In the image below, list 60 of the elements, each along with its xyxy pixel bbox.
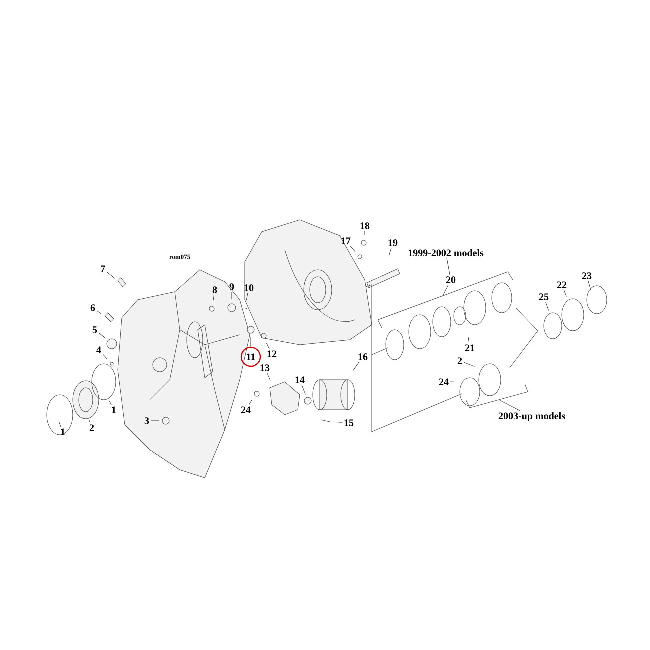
leader-line (98, 333, 106, 338)
callout-number: 3 (144, 418, 150, 424)
callout-number: 22 (557, 282, 567, 288)
callout-number: 9 (230, 284, 234, 290)
callout-number: 21 (465, 344, 474, 352)
leader-line (388, 248, 392, 257)
callout-number: 23 (582, 272, 592, 280)
leader-line (266, 342, 270, 350)
leader-line (248, 400, 252, 406)
leader-line (88, 419, 91, 424)
bracket (466, 384, 528, 408)
callout-number: 5 (92, 326, 98, 334)
callout-number: 24 (439, 378, 449, 386)
callout-number: 14 (296, 376, 305, 384)
leader-line (588, 280, 592, 291)
callout-number: 12 (268, 350, 277, 358)
leader-line (106, 272, 116, 280)
callout-number: 4 (96, 346, 102, 354)
leader-line (302, 384, 306, 395)
leader-line (446, 258, 450, 276)
callout-number: 2 (458, 358, 462, 364)
leader-line (336, 422, 343, 423)
circled-callout-number: 11 (240, 346, 262, 368)
leader-line (442, 284, 449, 296)
leader-line (266, 372, 271, 382)
callout-number: 19 (388, 240, 398, 246)
callout-number: 2 (90, 424, 94, 432)
group-label: 1999-2002 models (408, 249, 484, 257)
leader-line (464, 362, 475, 367)
leader-line (352, 362, 360, 372)
callout-number: 16 (358, 354, 368, 360)
leader-line (246, 292, 248, 301)
leader-line (102, 354, 108, 360)
callout-number: 18 (360, 222, 370, 230)
leader-line (564, 290, 567, 298)
callout-number: 17 (342, 238, 351, 244)
leader-line (250, 337, 252, 348)
leader-line (150, 420, 160, 422)
callout-number: 10 (244, 284, 254, 292)
callout-number: 1 (61, 428, 65, 436)
callout-number: 25 (539, 294, 549, 300)
leader-line (468, 337, 470, 344)
callout-number: 7 (101, 266, 106, 272)
leader-line (96, 310, 102, 314)
leader-line (59, 422, 62, 428)
bracket (378, 272, 514, 328)
leader-line (213, 294, 215, 301)
callout-number: 13 (260, 364, 270, 372)
group-label: 2003-up models (498, 412, 566, 422)
leader-line (499, 400, 520, 412)
leader-line (546, 302, 550, 311)
callout-number: 6 (90, 304, 96, 312)
callout-number: 1 (112, 406, 116, 414)
callout-number: 24 (241, 406, 251, 414)
leader-line (109, 400, 112, 406)
callout-number: 15 (344, 420, 354, 426)
leader-line (450, 380, 456, 382)
leader-line (350, 246, 356, 253)
callout-number: 8 (212, 286, 218, 294)
leader-line (364, 230, 366, 236)
